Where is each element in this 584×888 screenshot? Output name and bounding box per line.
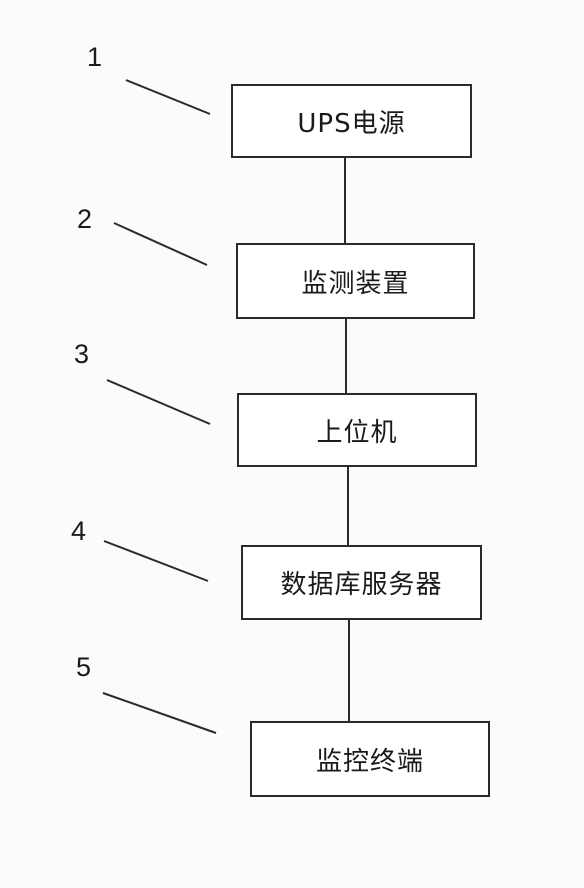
ref-number-5: 5 bbox=[76, 652, 92, 682]
node-monitoring-terminal-label: 监控终端 bbox=[315, 746, 424, 777]
node-monitoring-terminal: 监控终端 bbox=[250, 721, 490, 797]
ref-number-1: 1 bbox=[87, 42, 103, 72]
node-database-server-label: 数据库服务器 bbox=[280, 570, 443, 600]
ref-number-3: 3 bbox=[74, 339, 90, 369]
node-ups-power-label: UPS电源 bbox=[297, 108, 406, 139]
leader-line-1 bbox=[125, 79, 211, 115]
node-host-computer-label: 上位机 bbox=[316, 417, 398, 448]
node-database-server: 数据库服务器 bbox=[241, 545, 482, 620]
node-monitoring-device: 监测装置 bbox=[236, 243, 475, 319]
ref-number-4: 4 bbox=[71, 516, 87, 546]
node-ups-power: UPS电源 bbox=[231, 84, 472, 158]
node-monitoring-device-label: 监测装置 bbox=[301, 268, 410, 299]
leader-line-3 bbox=[106, 379, 211, 425]
leader-line-5 bbox=[102, 692, 217, 734]
node-host-computer: 上位机 bbox=[237, 393, 477, 467]
ref-number-2: 2 bbox=[77, 204, 93, 234]
leader-line-4 bbox=[103, 540, 209, 582]
leader-line-2 bbox=[113, 222, 208, 266]
